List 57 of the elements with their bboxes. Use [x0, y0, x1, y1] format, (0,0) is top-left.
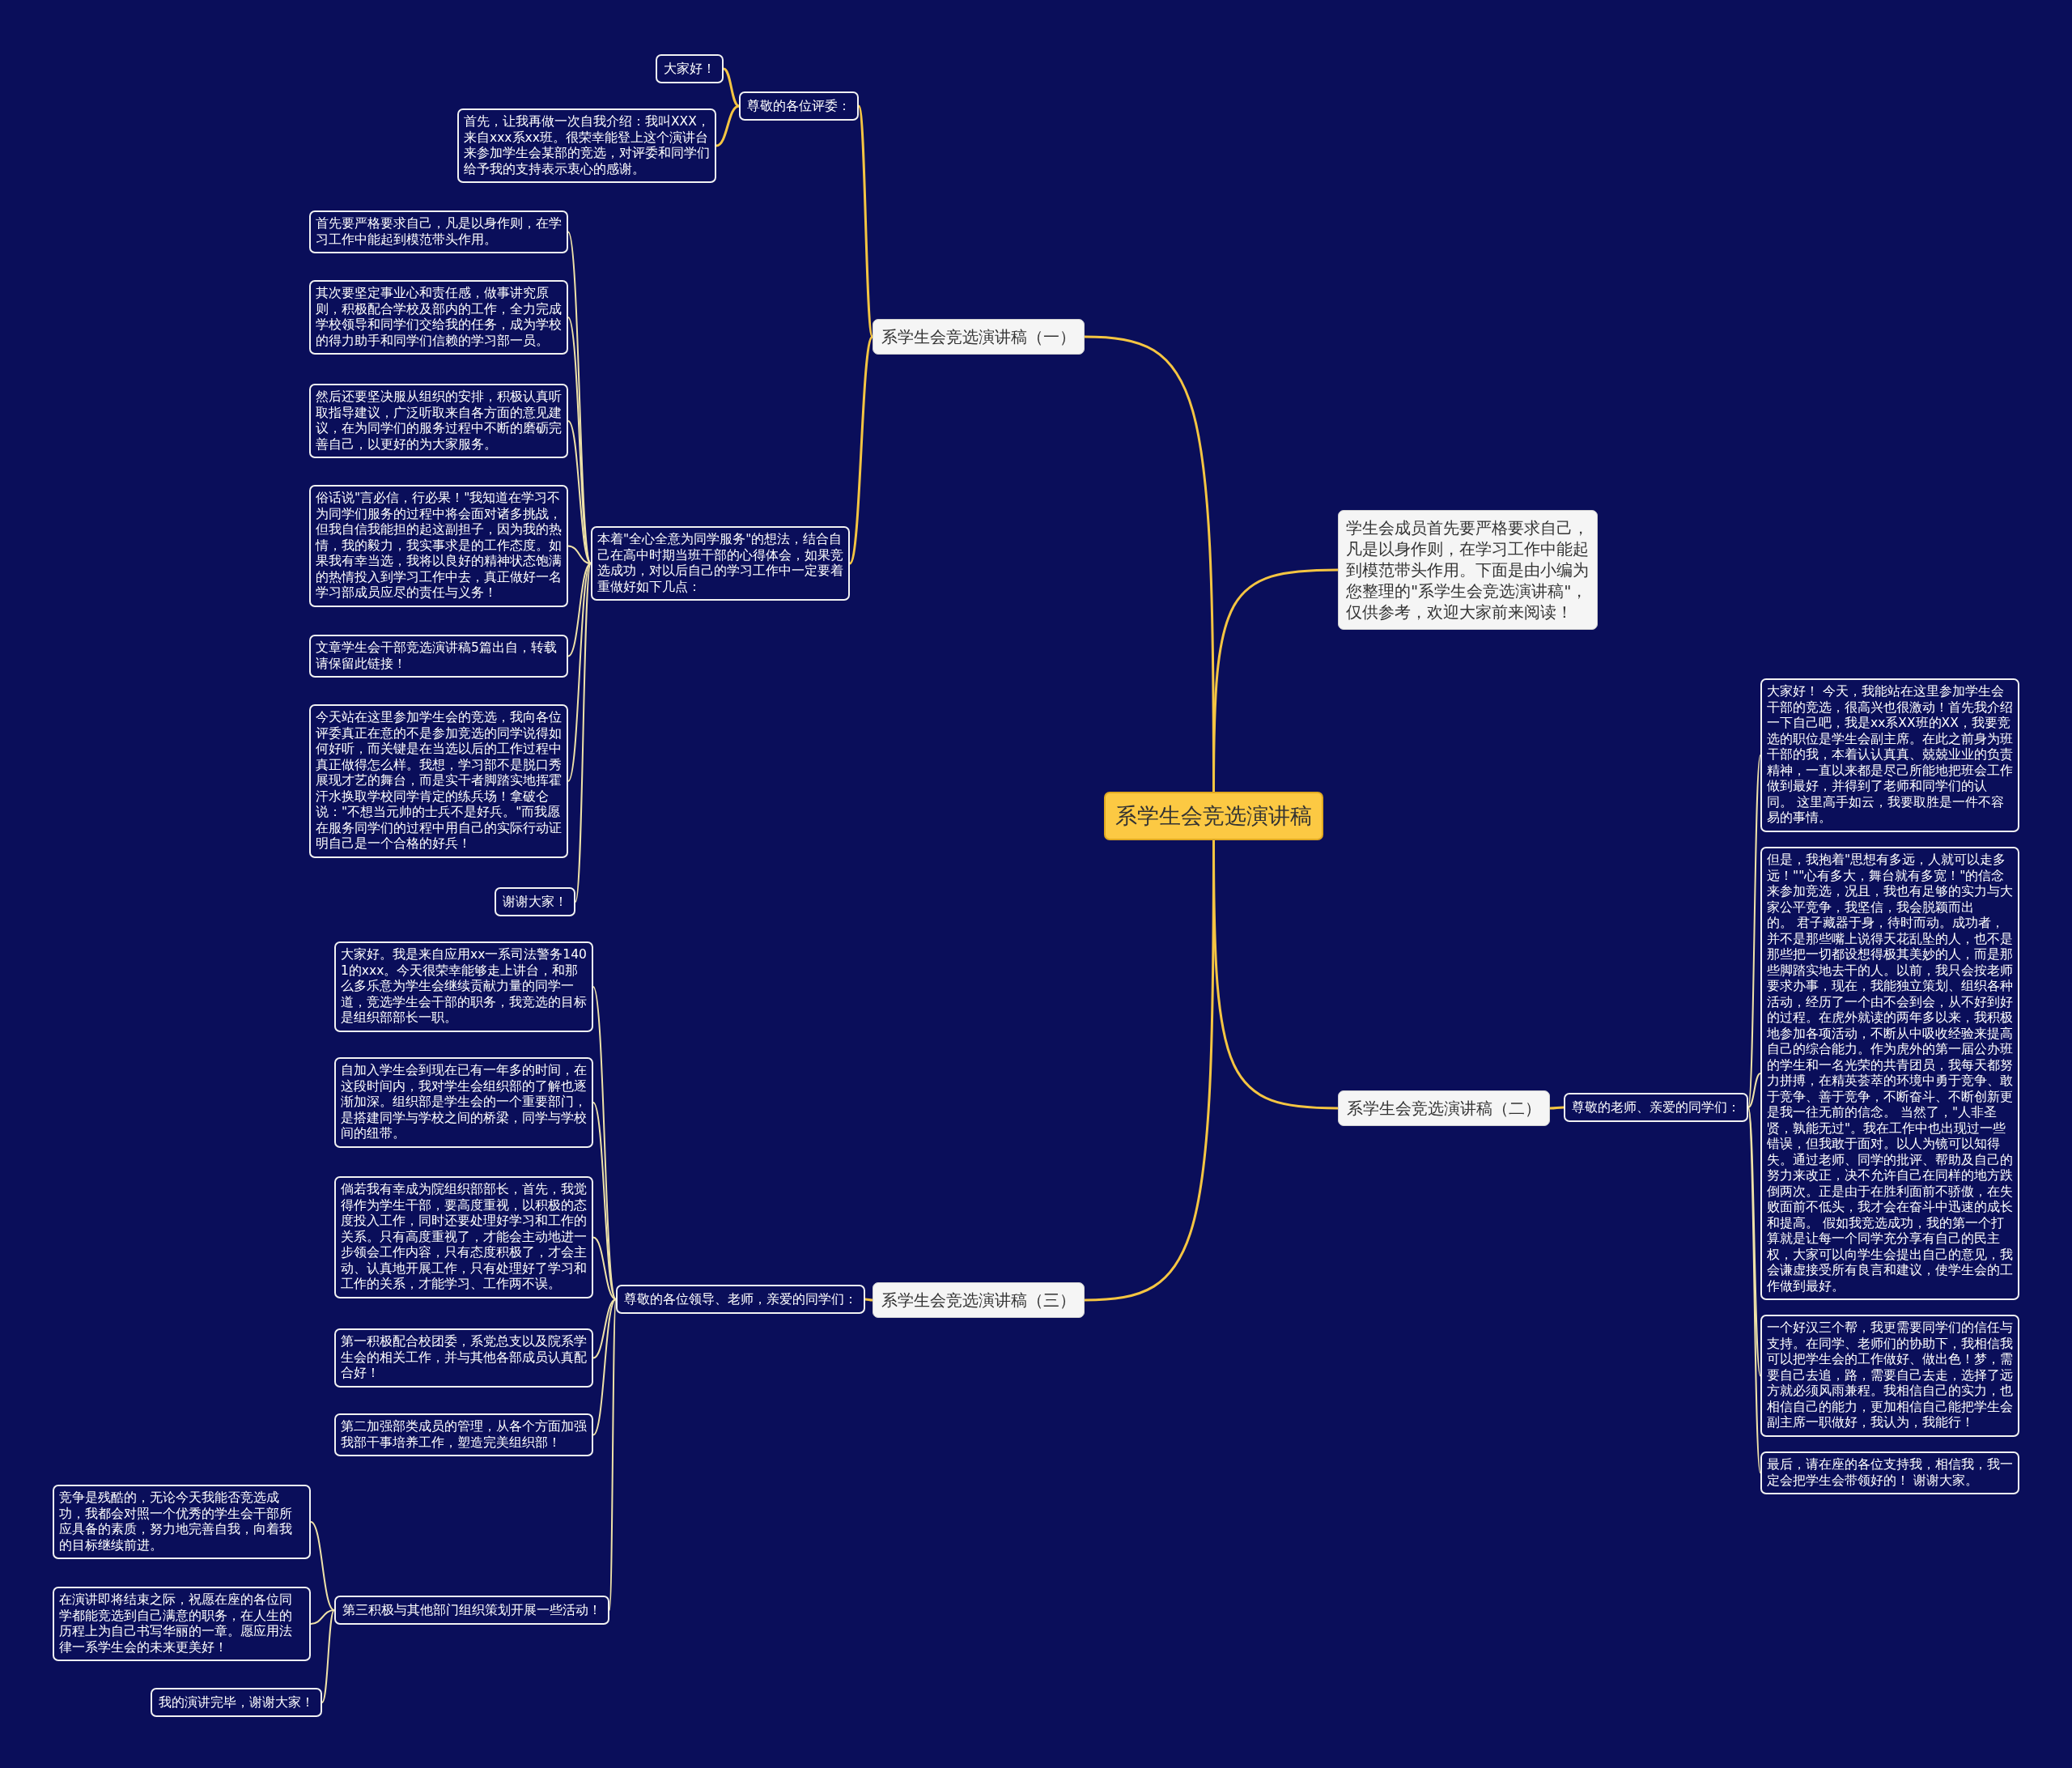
text-box: 其次要坚定事业心和责任感，做事讲究原则，积极配合学校及部内的工作，全力完成学校领导和同学们交给我的任务，成为学校的得力助手和同学们信赖的学习部一员。 — [309, 280, 568, 355]
branch-topic-box: 系学生会竞选演讲稿（二） — [1338, 1090, 1550, 1126]
connector-line — [310, 1609, 335, 1625]
text-box: 俗话说"言必信，行必果！"我知道在学习不为同学们服务的过程中将会面对诸多挑战，但我自信我能担的起这副担子，因为我的热情，我的毅力，我实事求是的工作态度。如果我有幸当选，我将以良好的精神状态饱满的热情投入到学习工作中去，真正做好一名学习部成员应尽的责任与义务！ — [309, 485, 568, 607]
text-box: 自加入学生会到现在已有一年多的时间，在这段时间内，我对学生会组织部的了解也逐渐加深。组织部是学生会的一个重要部门，是搭建同学与学校之间的桥梁，同学与学校间的纽带。 — [334, 1057, 593, 1148]
connector-line — [567, 317, 592, 564]
connector-line — [848, 336, 874, 564]
text-box: 本着"全心全意为同学服务"的想法，结合自己在高中时期当班干部的心得体会，如果竞选成功，对以后自己的学习工作中一定要着重做好如下几点： — [591, 526, 850, 601]
text-box: 倘若我有幸成为院组织部部长，首先，我觉得作为学生干部，要高度重视，以积极的态度投入工作，同时还要处理好学习和工作的关系。只有高度重视了，才能会主动地进一步领会工作内容，只有态度积极了，才会主动、认真地开展工作，只有处理好了学习和工作的关系，才能学习、工作两不误。 — [334, 1176, 593, 1298]
connector-line — [592, 1102, 617, 1300]
text-box: 竞争是残酷的，无论今天我能否竞选成功，我都会对照一个优秀的学生会干部所应具备的素质，努力地完善自我，向着我的目标继续前进。 — [53, 1485, 311, 1559]
text-box: 第二加强部类成员的管理，从各个方面加强我部干事培养工作，塑造完美组织部！ — [334, 1413, 593, 1456]
connector-line — [592, 1298, 617, 1436]
text-box: 在演讲即将结束之际，祝愿在座的各位同学都能竞选到自己满意的职务，在人生的历程上为自己书写华丽的一章。愿应用法律一系学生会的未来更美好！ — [53, 1587, 311, 1661]
central-topic-box: 系学生会竞选演讲稿 — [1104, 792, 1323, 840]
connector-line — [1747, 1107, 1761, 1474]
connector-line — [1212, 568, 1339, 792]
connector-line — [592, 1236, 617, 1300]
text-box: 首先要严格要求自己，凡是以身作则，在学习工作中能起到模范带头作用。 — [309, 210, 568, 253]
connector-line — [592, 986, 617, 1300]
text-box: 大家好。我是来自应用xx一系司法警务1401的xxx。今天很荣幸能够走上讲台，和那么多乐意为学生会继续贡献力量的同学一道，竞选学生会干部的职务，我竞选的目标是组织部部长一职。 — [334, 941, 593, 1032]
connector-line — [864, 1298, 873, 1302]
text-box: 但是，我抱着"思想有多远，人就可以走多远！""心有多大，舞台就有多宽！"的信念来参加竞选，况且，我也有足够的实力与大家公平竞争，我坚信，我会脱颖而出的。 君子藏器于身，待时而动。成功者，并不是那些嘴上说得天花乱坠的人，也不是那些把一切都设想得极其美妙的人，而是那些脚踏实地去干的人。以前，我只会按老师要求办事，现在，我能独立策划、组织各种活动，经历了一个由不会到会，从不好到好的过程。在虎外就读的两年多以来，我积极地参加各项活动，不断从中吸收经验来提高自己的综合能力。作为虎外的第一届公办班的学生和一名光荣的共青团员，我每天都努力拼搏，在精英荟萃的环境中勇于竞争、敢于竞争、善于竞争，不断奋斗、不断创新更是我一往无前的信念。 当然了，"人非圣贤，孰能无过"。我在工作中也出现过一些错误，但我敢于面对。以人为镜可以知得失。通过老师、同学的批评、帮助及自己的努力来改正，决不允许自己在同样的地方跌倒两次。正是由于在胜利面前不骄傲，在失败面前不低头，我才会在奋斗中迅速的成长和提高。 假如我竞选成功，我的第一个打算就是让每一个同学充分享有自己的民主权，大家可以向学生会提出自己的意见，我会谦虚接受所有良言和建议，使学生会的工作做到最好。 — [1760, 847, 2019, 1300]
text-box: 文章学生会干部竞选演讲稿5篇出自，转载请保留此链接！ — [309, 635, 568, 678]
subtopic-box: 第三积极与其他部门组织策划开展一些活动！ — [334, 1596, 609, 1625]
text-box: 首先，让我再做一次自我介绍：我叫XXX，来自xxx系xx班。很荣幸能登上这个演讲台来参加学生会某部的竞选，对评委和同学们给予我的支持表示衷心的感谢。 — [457, 108, 716, 183]
text-box: 一个好汉三个帮，我更需要同学们的信任与支持。在同学、老师们的协助下，我相信我可以把学生会的工作做好、做出色！梦，需要自己去追，路，需要自己去走，选择了远方就必须风雨兼程。我相信自己的实力，也相信自己的能力，更加相信自己能把学生会副主席一职做好，我认为，我能行！ — [1760, 1315, 2019, 1437]
subtopic-box: 大家好！ — [656, 54, 724, 83]
connector-line — [1747, 1107, 1761, 1377]
text-box: 最后，请在座的各位支持我，相信我，我一定会把学生会带领好的！ 谢谢大家。 — [1760, 1451, 2019, 1494]
summary-box: 学生会成员首先要严格要求自己，凡是以身作则，在学习工作中能起到模范带头作用。下面是由小编为您整理的"系学生会竞选演讲稿"，仅供参考，欢迎大家前来阅读！ — [1338, 510, 1598, 630]
connector-line — [857, 105, 874, 338]
connector-line — [567, 563, 592, 782]
subtopic-box: 尊敬的各位领导、老师，亲爱的同学们： — [616, 1285, 865, 1314]
text-box: 谢谢大家！ — [495, 887, 575, 916]
connector-line — [1747, 754, 1761, 1108]
text-box: 然后还要坚决服从组织的安排，积极认真听取指导建议，广泛听取来自各方面的意见建议，在为同学们的服务过程中不断的磨砺完善自己，以更好的为大家服务。 — [309, 384, 568, 458]
branch-topic-box: 系学生会竞选演讲稿（一） — [873, 319, 1085, 355]
connector-line — [567, 545, 592, 564]
subtopic-box: 尊敬的各位评委： — [739, 91, 859, 121]
connector-line — [321, 1609, 335, 1703]
text-box: 大家好！ 今天，我能站在这里参加学生会干部的竞选，很高兴也很激动！首先我介绍一下自己吧，我是xx系XX班的XX，我要竞选的职位是学生会副主席。在此之前身为班干部的我，本着认认真真、兢兢业业的负责精神，一直以来都是尽己所能地把班会工作做到最好，并得到了老师和同学们的认同。 这里高手如云，我要取胜是一件不容易的事情。 — [1760, 678, 2019, 832]
connector-line — [567, 563, 592, 657]
connector-line — [575, 563, 592, 903]
text-box: 我的演讲完毕，谢谢大家！ — [151, 1688, 322, 1717]
connector-line — [1549, 1106, 1565, 1110]
connector-line — [567, 231, 592, 564]
subtopic-box: 尊敬的老师、亲爱的同学们： — [1564, 1093, 1748, 1122]
text-box: 今天站在这里参加学生会的竞选，我向各位评委真正在意的不是参加竞选的同学说得如何好听，而关键是在当选以后的工作过程中真正做得怎么样。我想，学习部不是脱口秀展现才艺的舞台，而是实干者脚踏实地挥霍汗水换取学校同学肯定的练兵场！拿破仑说："不想当元帅的士兵不是好兵。"而我愿在服务同学们的过程中用自己的实际行动证明自己是一个合格的好兵！ — [309, 704, 568, 858]
branch-topic-box: 系学生会竞选演讲稿（三） — [873, 1282, 1085, 1318]
connector-line — [592, 1298, 617, 1359]
text-box: 第一积极配合校团委，系党总支以及院系学生会的相关工作，并与其他各部成员认真配合好！ — [334, 1328, 593, 1388]
connector-line — [723, 67, 740, 108]
connector-line — [567, 420, 592, 564]
connector-line — [310, 1521, 335, 1611]
connector-line — [715, 104, 740, 147]
connector-line — [1747, 1073, 1761, 1108]
